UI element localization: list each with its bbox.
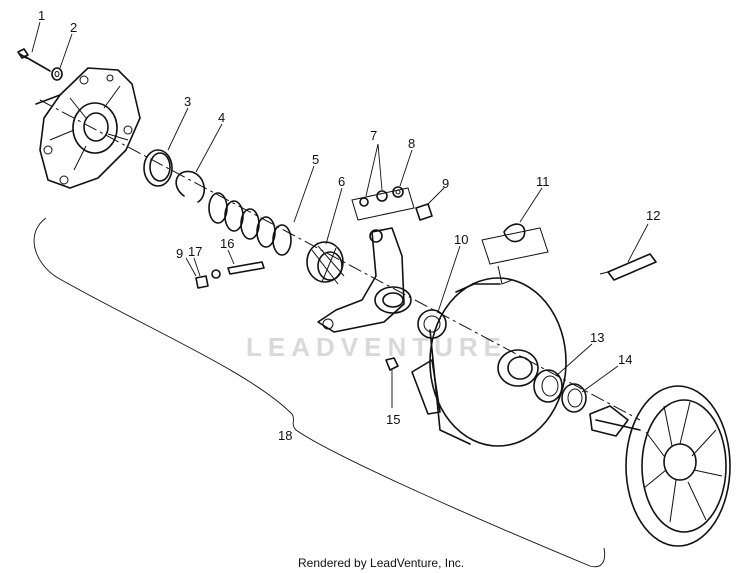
- part-9-bushing-lower: [195, 275, 209, 289]
- callout-15: 15: [386, 412, 400, 427]
- callout-3: 3: [184, 94, 191, 109]
- part-14-bushing: [561, 383, 587, 413]
- callout-9-upper: 9: [442, 176, 449, 191]
- callout-10: 10: [454, 232, 468, 247]
- callout-7: 7: [370, 128, 377, 143]
- part-16-pin: [227, 261, 265, 275]
- callout-6: 6: [338, 174, 345, 189]
- callout-18: 18: [278, 428, 292, 443]
- part-11-insert: [481, 223, 549, 285]
- callout-13: 13: [590, 330, 604, 345]
- callout-2: 2: [70, 20, 77, 35]
- callout-9-lower: 9: [176, 246, 183, 261]
- part-13-bushing: [533, 369, 563, 403]
- callout-8: 8: [408, 136, 415, 151]
- callout-11: 11: [536, 174, 550, 189]
- footer-credit: Rendered by LeadVenture, Inc.: [298, 556, 464, 570]
- part-3-ring: [143, 149, 173, 187]
- part-1-bolt: [17, 48, 51, 72]
- callout-4: 4: [218, 110, 225, 125]
- movable-sheave: [411, 277, 567, 447]
- assembly-bracket: [33, 217, 606, 568]
- callout-1: 1: [38, 8, 45, 23]
- callout-5: 5: [312, 152, 319, 167]
- fixed-sheave: [589, 385, 731, 547]
- part-4-snap-ring: [175, 170, 205, 203]
- callout-14: 14: [618, 352, 632, 367]
- callout-12: 12: [646, 208, 660, 223]
- part-9-bushing-upper: [415, 203, 433, 221]
- watermark-text: LEADVENTURE: [246, 332, 507, 362]
- part-12-pin: [599, 253, 657, 281]
- part-6-spider: [306, 241, 345, 285]
- callout-17: 17: [188, 244, 202, 259]
- cover-plate: [35, 67, 141, 189]
- part-15-nut: [385, 357, 399, 371]
- part-2-washer: [51, 67, 63, 81]
- leader-lines: [31, 21, 649, 408]
- parts-7-8-hardware: [351, 186, 415, 221]
- callout-16: 16: [220, 236, 234, 251]
- shaft-centerline: [39, 99, 641, 421]
- part-5-spring: [208, 192, 292, 256]
- lever-arm: [317, 227, 412, 333]
- part-17-o-ring: [211, 269, 221, 279]
